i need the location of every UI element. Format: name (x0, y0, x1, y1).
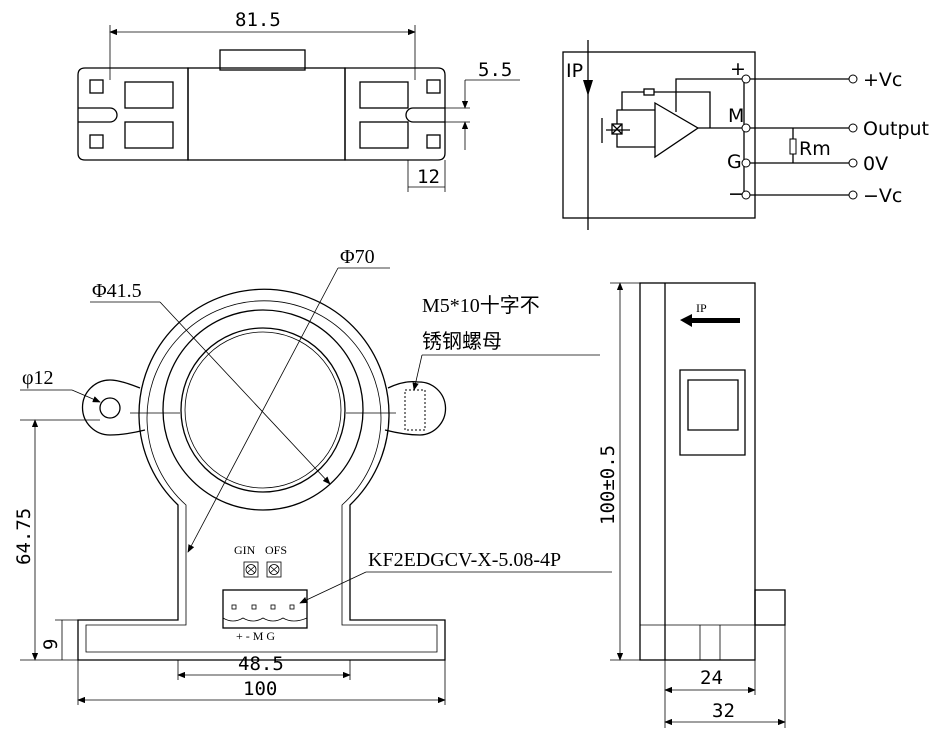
outer-dia-label: Φ70 (340, 246, 375, 268)
pin-g-label: G (727, 151, 742, 173)
front-view: Φ41.5 Φ70 φ12 M5*10十字不 锈钢螺母 GIN OFS + - … (13, 246, 612, 705)
top-view: 81.5 5.5 12 (77, 9, 520, 192)
height-dim-label: 64.75 (13, 508, 35, 565)
inner-dia-label: Φ41.5 (92, 280, 142, 302)
pot-gin[interactable] (243, 561, 259, 578)
base-dim-label: 9 (40, 639, 62, 650)
pot-ofs-label: OFS (265, 543, 287, 557)
slot-dim-label: 5.5 (478, 59, 512, 81)
side-ip-label: IP (696, 301, 707, 315)
width-dim-label: 81.5 (235, 9, 281, 31)
pot-ofs[interactable] (266, 561, 282, 578)
nut-note-line1: M5*10十字不 (422, 294, 540, 317)
resistor-label: Rm (799, 138, 831, 160)
side-view: IP 100±0.5 24 32 (597, 282, 786, 728)
tab-dim-label: 12 (417, 166, 440, 188)
pin-plus-label: + (730, 58, 746, 80)
output-0v: 0V (863, 153, 888, 175)
side-inner-width-label: 24 (700, 667, 723, 689)
side-outer-width-label: 32 (712, 700, 735, 722)
output-vc-minus: −Vc (863, 185, 902, 207)
body-width-dim-label: 48.5 (238, 653, 284, 675)
output-signal: Output (863, 118, 929, 140)
pot-gin-label: GIN (234, 543, 256, 557)
output-vc-plus: +Vc (863, 69, 902, 91)
terminal-connector (222, 589, 308, 629)
circuit-ip-label: IP (566, 60, 583, 82)
nut-note-line2: 锈钢螺母 (422, 330, 502, 353)
connector-part-label: KF2EDGCV-X-5.08-4P (368, 549, 561, 571)
side-height-dim-label: 100±0.5 (597, 445, 619, 525)
total-width-dim-label: 100 (243, 678, 277, 700)
hole-dia-label: φ12 (22, 367, 54, 389)
circuit-diagram: IP + M G − Rm +Vc Output 0V −Vc (562, 40, 929, 230)
pin-m-label: M (728, 105, 744, 127)
pin-minus-label: − (728, 183, 744, 205)
connector-pins-label: + - M G (236, 629, 275, 643)
